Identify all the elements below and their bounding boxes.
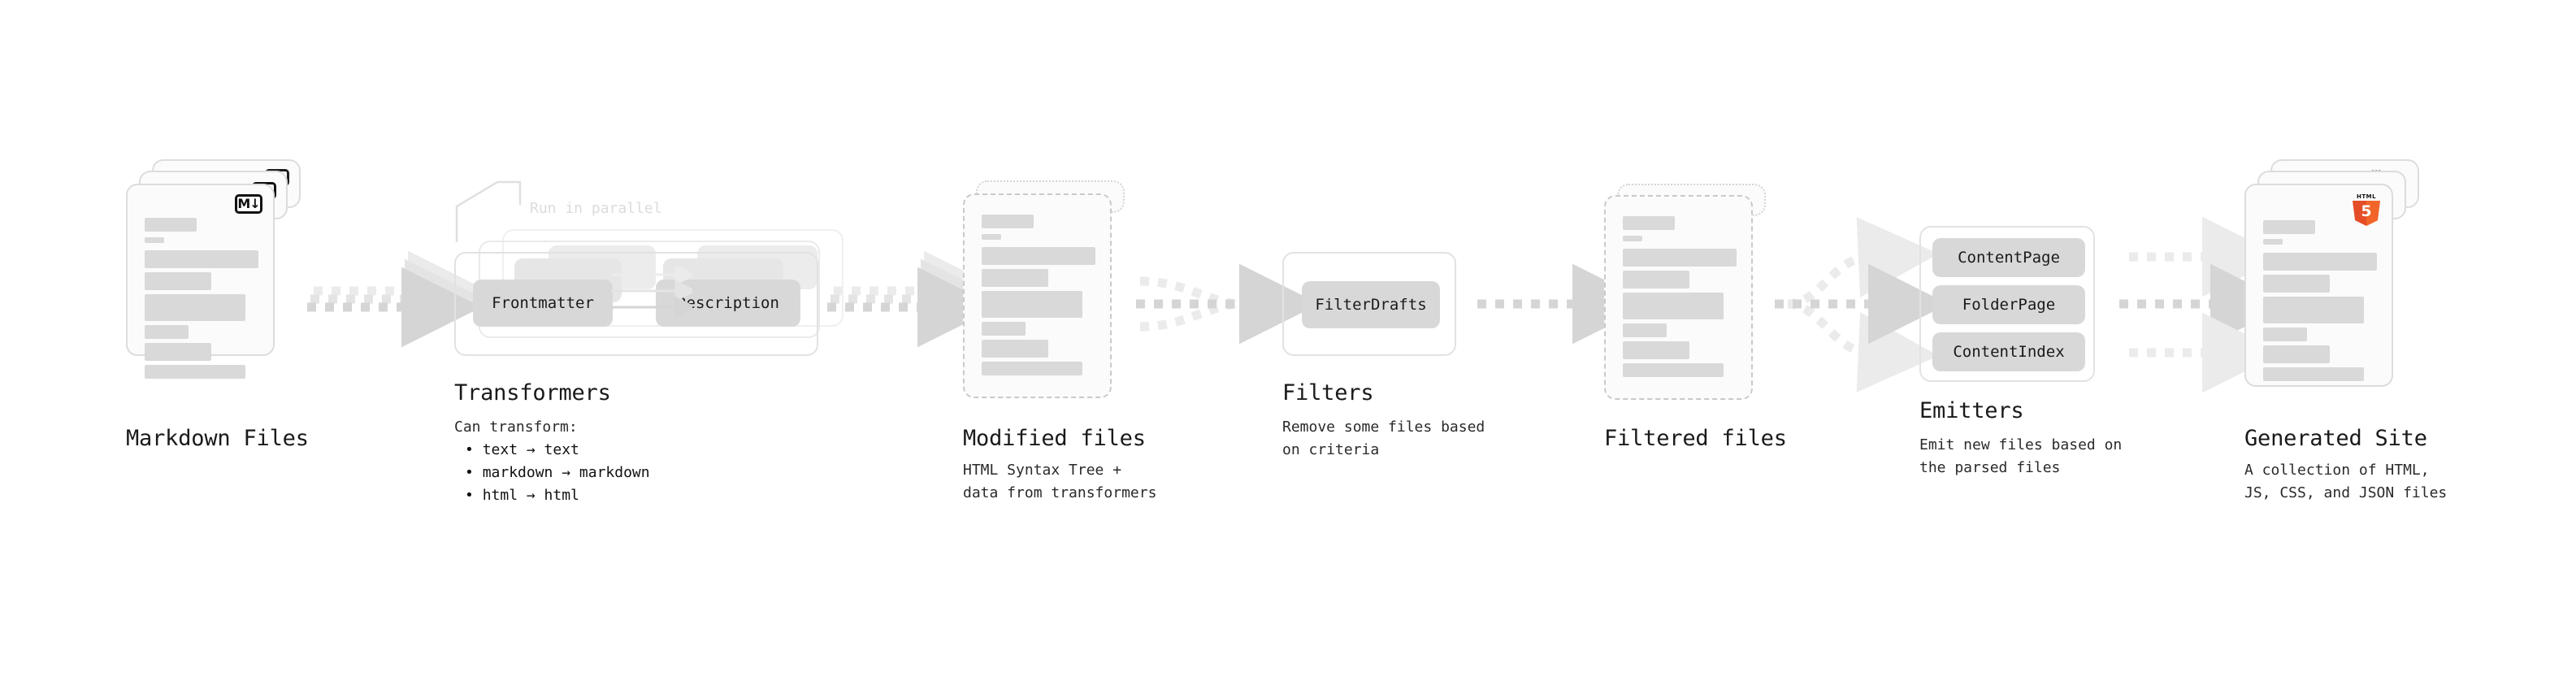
filtered-files-title: Filtered files [1604,426,1787,451]
filter-chip-label: FilterDrafts [1315,296,1427,314]
transformer-chip-frontmatter[interactable]: Frontmatter [473,280,613,327]
transformers-bullet-list: • text → text • markdown → markdown • ht… [465,439,650,507]
connector-filtered-to-emitters [1775,217,1949,393]
modified-files-title: Modified files [963,426,1146,451]
transformer-panel-front[interactable]: Frontmatter Description [454,252,818,356]
list-item: • text → text [465,441,579,458]
html5-icon-label: HTML [2356,193,2377,200]
skeleton-bar [145,250,258,268]
skeleton-bar [2263,297,2364,323]
markdown-card-front: M↓ [126,184,275,379]
list-item-label: markdown → markdown [482,464,650,481]
site-card-front: HTML 5 [2244,184,2393,387]
skeleton-bar [982,269,1048,287]
list-item: • html → html [465,487,579,504]
skeleton-bar [145,272,211,290]
skeleton-bar [2263,275,2330,293]
emitters-panel[interactable]: ContentPage FolderPage ContentIndex [1919,226,2095,382]
skeleton-bar [1623,341,1689,359]
modified-files-subtitle: HTML Syntax Tree + data from transformer… [963,462,1157,501]
emitter-chip-folderpage[interactable]: FolderPage [1932,285,2085,324]
skeleton-bar [1623,236,1642,241]
skeleton-bar [982,362,1082,375]
connector-modified-to-filters [1136,263,1320,345]
markdown-icon-label: M↓ [237,196,260,211]
transformers-subtitle: Can transform: [454,419,578,436]
list-item-label: text → text [482,441,579,458]
transformers-title: Transformers [454,380,611,406]
skeleton-bar [1623,293,1724,319]
skeleton-bar [145,343,211,361]
skeleton-bar [982,322,1026,336]
skeleton-bar [145,365,245,379]
skeleton-bar [1623,271,1689,288]
markdown-files-title: Markdown Files [126,426,309,451]
skeleton-bar [145,325,189,339]
emitter-chip-label: ContentPage [1958,249,2060,267]
transformer-chip-label: Frontmatter [492,294,594,312]
skeleton-bar [982,234,1001,240]
list-item-label: html → html [482,487,579,504]
skeleton-bar [1623,323,1667,337]
skeleton-bar [982,215,1034,228]
skeleton-bar [1623,249,1737,267]
skeleton-bar [145,237,164,243]
html5-icon-digit: 5 [2361,202,2372,220]
emitters-title: Emitters [1919,398,2024,423]
skeleton-bar [2263,367,2364,381]
connector-emitters-to-site [2119,216,2291,393]
emitter-chip-contentpage[interactable]: ContentPage [1932,238,2085,277]
html5-icon: HTML 5 [2353,193,2380,226]
generated-site-title: Generated Site [2244,426,2427,451]
emitter-chip-contentindex[interactable]: ContentIndex [1932,332,2085,371]
list-item: • markdown → markdown [465,464,650,481]
transformer-chip-label: Description [677,294,779,312]
filters-subtitle: Remove some files based on criteria [1282,419,1485,458]
emitter-chip-label: ContentIndex [1953,343,2065,361]
skeleton-bar [2263,253,2377,271]
skeleton-bar [1623,216,1675,230]
skeleton-bar [2263,327,2307,341]
generated-site-subtitle: A collection of HTML, JS, CSS, and JSON … [2244,462,2448,501]
markdown-icon: M↓ [235,194,262,214]
skeleton-bar [2263,345,2330,363]
filters-title: Filters [1282,380,1374,406]
skeleton-bar [982,291,1082,318]
emitter-chip-label: FolderPage [1962,296,2056,314]
transformer-inner-arrows [611,267,692,319]
modified-card-front [963,193,1112,398]
connector-markdown-to-transformers [307,250,488,348]
skeleton-bar [145,218,197,232]
skeleton-bar [2263,220,2315,234]
filtered-card-front [1604,195,1753,400]
skeleton-bar [145,294,245,321]
run-in-parallel-label: Run in parallel [530,200,662,217]
skeleton-bar [1623,363,1724,377]
filters-panel[interactable]: FilterDrafts [1282,252,1456,356]
emitters-subtitle: Emit new files based on the parsed files [1919,436,2123,476]
filter-chip-filterdrafts[interactable]: FilterDrafts [1302,281,1440,328]
skeleton-bar [982,340,1048,358]
skeleton-bar [982,247,1095,265]
skeleton-bar [2263,239,2283,245]
